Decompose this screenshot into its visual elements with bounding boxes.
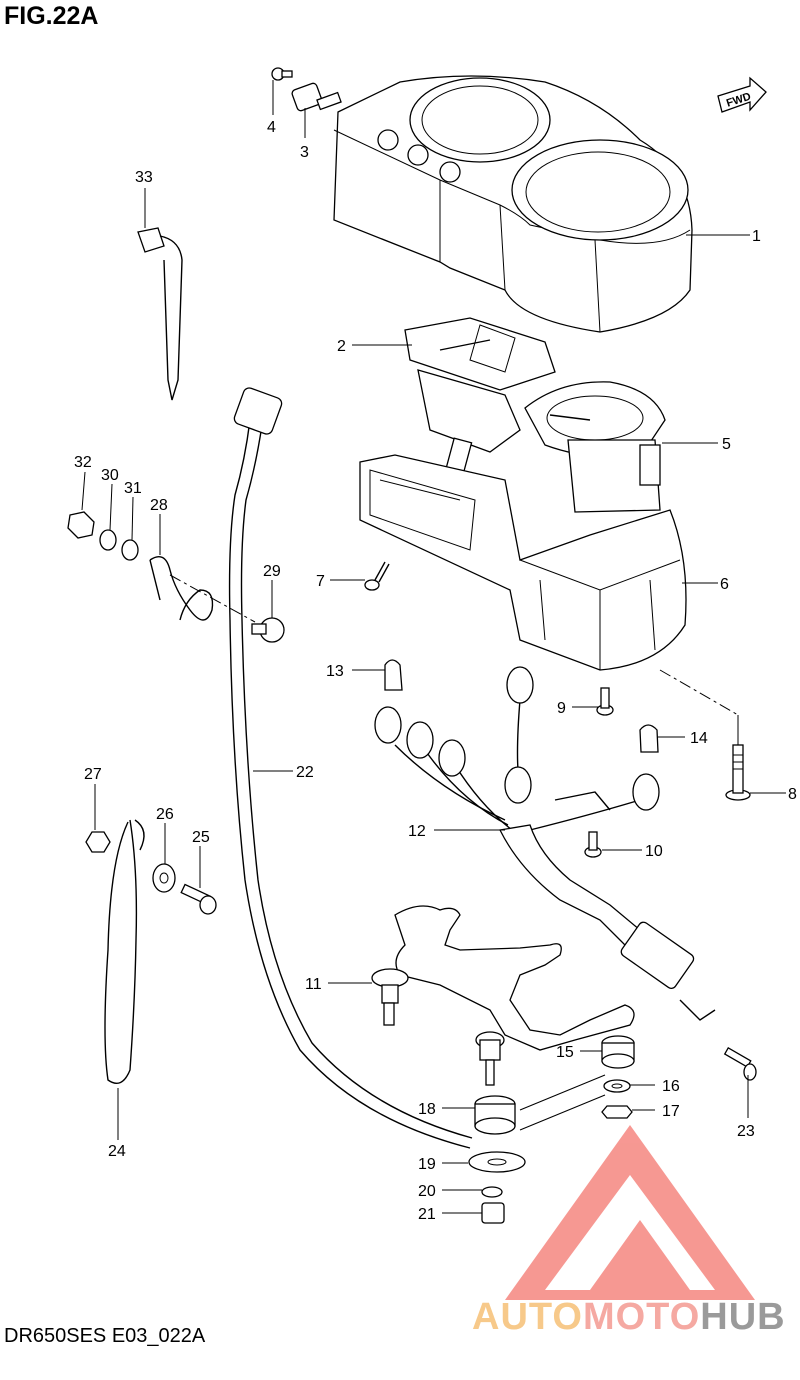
- callout-19: 19: [418, 1156, 436, 1173]
- callout-1: 1: [752, 228, 761, 245]
- long-bolt: [725, 744, 751, 801]
- bolt-25: [180, 883, 217, 915]
- tachometer-unit: [404, 317, 556, 473]
- case-screw: [364, 561, 390, 591]
- watermark-text: AUTOMOTOHUB: [472, 1296, 786, 1339]
- gear-screw: [271, 67, 293, 81]
- speedometer-gear: [291, 82, 342, 112]
- washer-31: [121, 539, 139, 561]
- callout-29: 29: [263, 563, 281, 580]
- callout-labels: 1 2 3 4 5 6 7 8 9 10 11 12 13 14 15 16 1…: [74, 119, 797, 1223]
- washer-16: [603, 1079, 631, 1093]
- callout-30: 30: [101, 467, 119, 484]
- washer-30: [99, 529, 117, 551]
- callout-20: 20: [418, 1183, 436, 1200]
- watermark-logo: [505, 1125, 755, 1300]
- callout-22: 22: [296, 764, 314, 781]
- screw-29: [251, 617, 285, 643]
- callout-15: 15: [556, 1044, 574, 1061]
- washer-26: [152, 863, 176, 893]
- watermark-text-moto: MOTO: [582, 1296, 701, 1338]
- callout-25: 25: [192, 829, 210, 846]
- callout-10: 10: [645, 843, 663, 860]
- callout-14: 14: [690, 730, 708, 747]
- callout-3: 3: [300, 144, 309, 161]
- callout-23: 23: [737, 1123, 755, 1140]
- meter-lower-case: [359, 454, 687, 671]
- callout-6: 6: [720, 576, 729, 593]
- callout-31: 31: [124, 480, 142, 497]
- callout-26: 26: [156, 806, 174, 823]
- callout-33: 33: [135, 169, 153, 186]
- indicator-bulb-13: [384, 659, 403, 691]
- callout-7: 7: [316, 573, 325, 590]
- callout-28: 28: [150, 497, 168, 514]
- callout-18: 18: [418, 1101, 436, 1118]
- nut-27: [85, 831, 111, 853]
- diagram-code: DR650SES E03_022A: [4, 1325, 206, 1347]
- callout-11: 11: [305, 976, 322, 993]
- spring-clip: [149, 556, 214, 621]
- washer-20: [481, 1186, 503, 1198]
- forward-direction-arrow: FWD: [717, 76, 767, 113]
- cable-strap: [104, 819, 145, 1084]
- callout-9: 9: [557, 700, 566, 717]
- callout-12: 12: [408, 823, 426, 840]
- meter-bracket: [371, 905, 635, 1086]
- nut-21: [481, 1202, 505, 1224]
- rubber-grommet-18: [474, 1095, 516, 1135]
- bolt-23: [723, 1047, 757, 1081]
- figure-title: FIG.22A: [4, 2, 99, 30]
- callout-5: 5: [722, 436, 731, 453]
- wiring-harness: [374, 666, 716, 1021]
- callout-17: 17: [662, 1103, 680, 1120]
- nut-32: [67, 511, 95, 539]
- callout-21: 21: [418, 1206, 436, 1223]
- callout-24: 24: [108, 1143, 126, 1160]
- tie-wrap: [137, 227, 183, 401]
- small-screw-10: [584, 831, 602, 858]
- washer-19: [468, 1151, 526, 1173]
- meter-case: [333, 75, 693, 333]
- callout-27: 27: [84, 766, 102, 783]
- speedometer-unit: [524, 381, 666, 513]
- callout-16: 16: [662, 1078, 680, 1095]
- watermark-text-auto: AUTO: [472, 1296, 583, 1338]
- callout-2: 2: [337, 338, 346, 355]
- callout-32: 32: [74, 454, 92, 471]
- speedometer-cable: [228, 387, 473, 1149]
- nut-17: [601, 1105, 633, 1119]
- callout-8: 8: [788, 786, 797, 803]
- small-screw-9: [596, 687, 614, 716]
- rubber-cushion-15: [601, 1035, 635, 1069]
- callout-4: 4: [267, 119, 276, 136]
- indicator-bulb-14: [639, 724, 659, 753]
- leader-lines: [81, 80, 786, 1214]
- watermark-text-hub: HUB: [700, 1296, 786, 1338]
- callout-13: 13: [326, 663, 344, 680]
